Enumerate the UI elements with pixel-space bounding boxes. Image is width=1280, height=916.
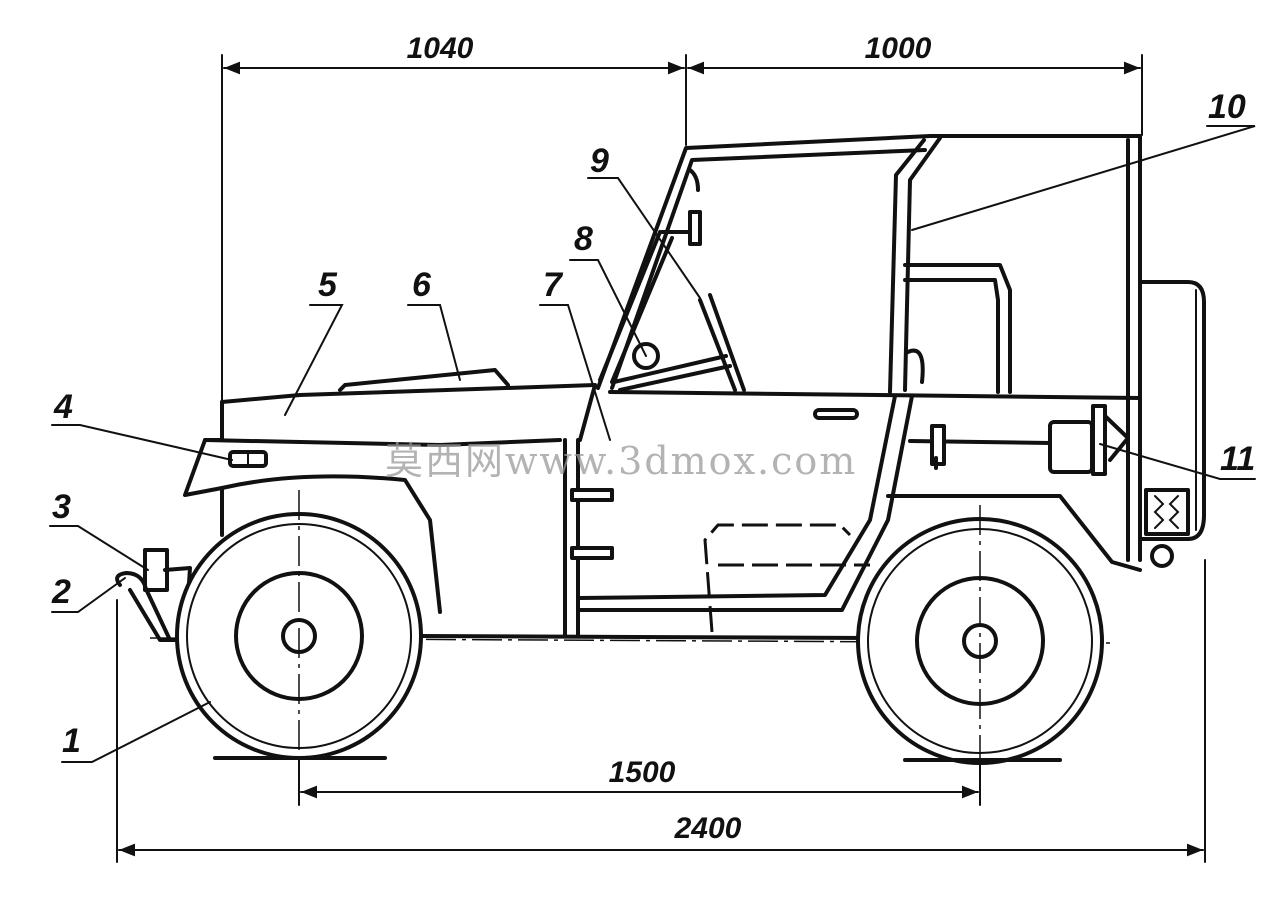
- callout-9: 9: [590, 142, 609, 180]
- spare-wheel: [1140, 280, 1206, 568]
- dimension-1000: 1000: [865, 32, 932, 65]
- dimension-1500: 1500: [609, 756, 676, 789]
- watermark: 莫西网www.3dmox.com: [385, 439, 857, 483]
- callout-4: 4: [53, 388, 73, 426]
- callout-8: 8: [574, 220, 593, 258]
- callout-6: 6: [412, 266, 432, 304]
- callout-labels: 1 2 3 4 5 6 7 8 9 10 11: [51, 88, 1255, 760]
- vehicle-body: [183, 368, 1142, 640]
- front-wheel: [175, 490, 423, 770]
- callout-5: 5: [318, 266, 338, 304]
- callout-11: 11: [1220, 440, 1255, 478]
- leader-lines: [49, 125, 1256, 763]
- dimension-1040: 1040: [407, 32, 474, 65]
- rear-wheel: [856, 505, 1104, 775]
- dimension-2400: 2400: [674, 812, 742, 845]
- callout-7: 7: [543, 266, 564, 304]
- callout-3: 3: [52, 488, 71, 526]
- callout-1: 1: [62, 722, 81, 760]
- callout-2: 2: [51, 573, 71, 611]
- callout-10: 10: [1208, 88, 1246, 126]
- roll-cage: [596, 134, 1142, 562]
